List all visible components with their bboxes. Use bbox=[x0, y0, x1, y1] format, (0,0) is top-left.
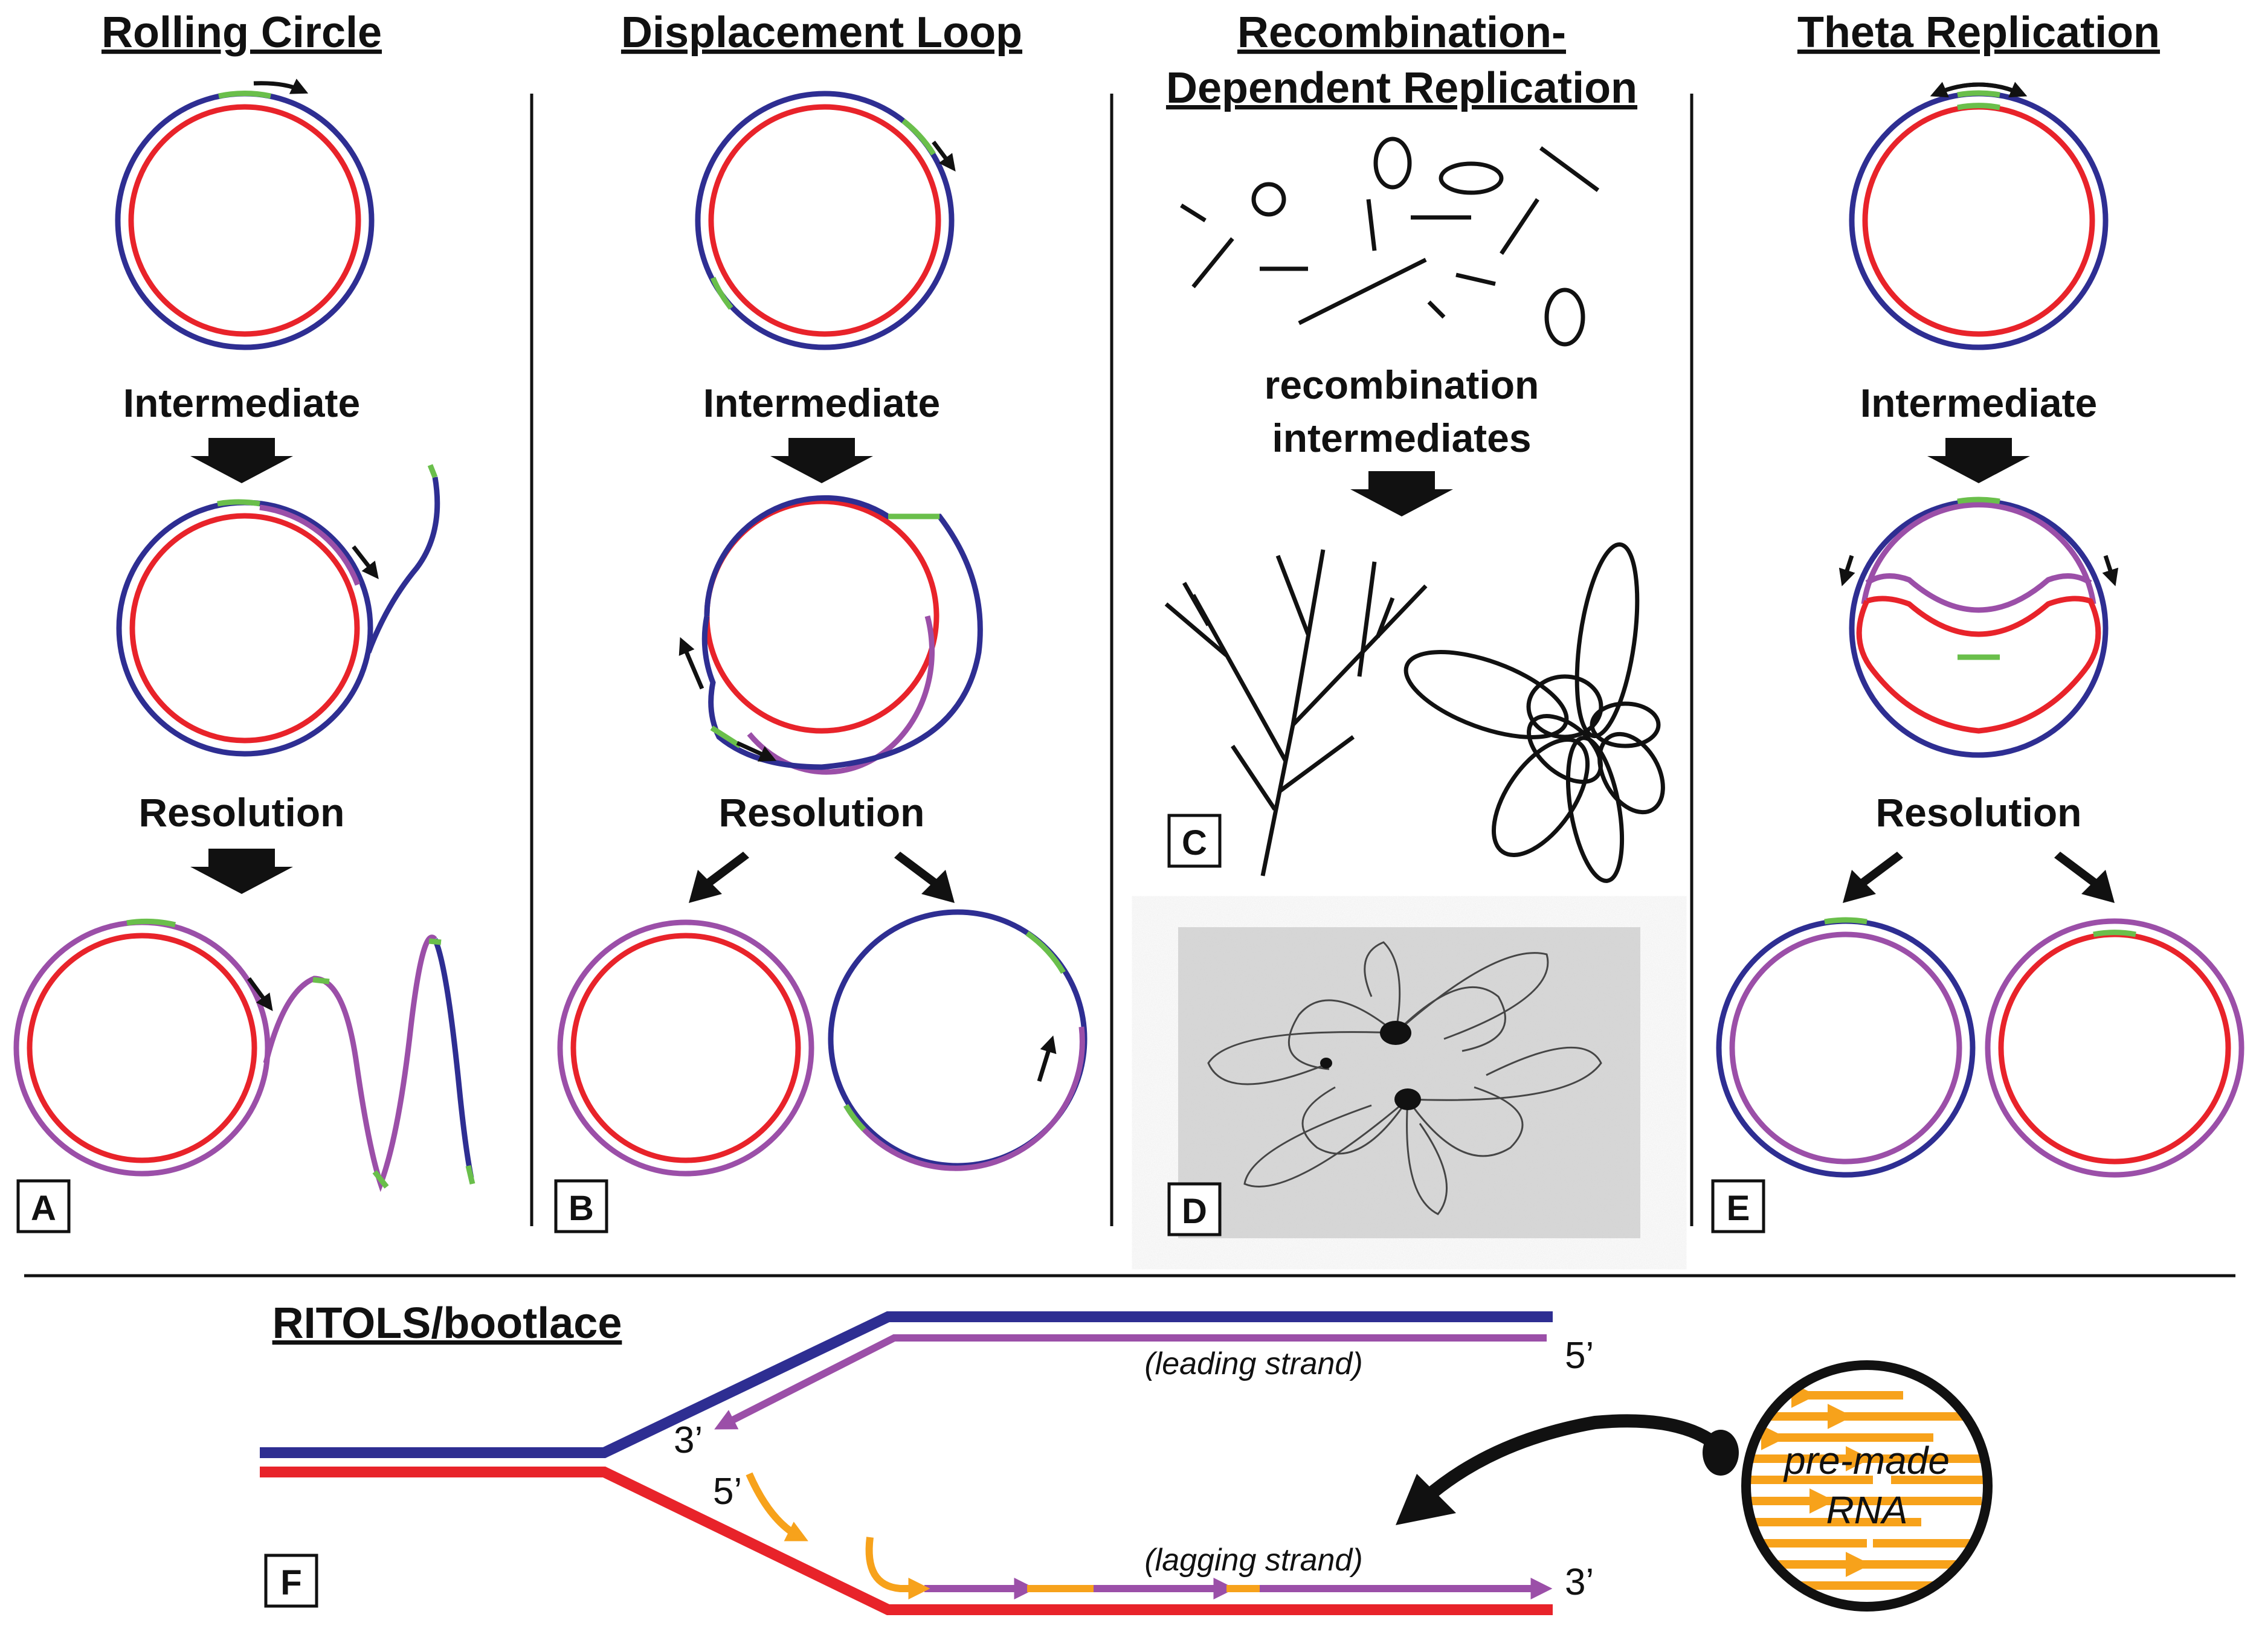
delivery-arrow bbox=[1421, 1414, 1733, 1503]
panel-e: Theta Replication Intermediate Resolutio… bbox=[1711, 8, 2244, 1233]
panel-c-step-line2: intermediates bbox=[1272, 416, 1531, 460]
panel-c: Recombination- Dependent Replication rec… bbox=[1164, 8, 1665, 883]
panel-e-resolution-label: Resolution bbox=[1876, 790, 2082, 835]
panel-a-down-arrow-1 bbox=[190, 438, 293, 483]
rna-pool-label-2: RNA bbox=[1826, 1488, 1907, 1532]
panel-a-letter: A bbox=[31, 1189, 56, 1228]
panel-c-rosette bbox=[1403, 542, 1665, 883]
end-3-top-left: 3’ bbox=[674, 1419, 703, 1461]
panel-c-fragments bbox=[1180, 137, 1600, 347]
delivery-arrow-tail bbox=[1703, 1430, 1739, 1476]
panel-b-down-arrow bbox=[770, 438, 873, 483]
panel-b-letter: B bbox=[569, 1189, 594, 1228]
panel-e-letter: E bbox=[1727, 1189, 1750, 1228]
panel-d-micrograph: D bbox=[1167, 927, 1640, 1238]
panel-a-resolution-label: Resolution bbox=[139, 790, 345, 835]
lagging-strand-label: (lagging strand) bbox=[1144, 1543, 1362, 1578]
delivery-arrowhead bbox=[1396, 1474, 1456, 1525]
panel-e-plasmid bbox=[1849, 82, 2109, 350]
panel-e-resolution bbox=[1716, 917, 2244, 1178]
panel-b-resolution-label: Resolution bbox=[719, 790, 925, 835]
panel-b-intermediate bbox=[678, 495, 983, 775]
panel-a-intermediate bbox=[116, 464, 440, 757]
panel-d-letter: D bbox=[1182, 1192, 1207, 1231]
panel-b-resolution bbox=[557, 909, 1088, 1177]
rolling-direction-arrow bbox=[253, 79, 309, 94]
panel-c-step-line1: recombination bbox=[1265, 362, 1539, 407]
panel-f: RITOLS/bootlace (leading strand) (laggin… bbox=[260, 1299, 1993, 1615]
panel-b-title: Displacement Loop bbox=[621, 8, 1022, 57]
panel-a-plasmid bbox=[115, 79, 375, 350]
end-5-top-right: 5’ bbox=[1565, 1335, 1594, 1377]
panel-e-intermediate-label: Intermediate bbox=[1860, 381, 2097, 425]
panel-a: Rolling Circle Intermediate Resolution bbox=[13, 8, 475, 1233]
panel-b-intermediate-label: Intermediate bbox=[703, 381, 940, 425]
panel-e-left-arrow bbox=[1843, 852, 1903, 903]
panel-e-down-arrow bbox=[1927, 438, 2030, 483]
panel-c-branched-tree bbox=[1164, 549, 1428, 876]
panel-e-intermediate bbox=[1838, 497, 2119, 758]
end-3-bottom-right: 3’ bbox=[1565, 1561, 1594, 1603]
panel-b-right-arrow bbox=[894, 852, 955, 903]
panel-c-letter: C bbox=[1182, 823, 1207, 863]
panel-c-title-1: Recombination- bbox=[1237, 8, 1566, 57]
panel-c-down-arrow bbox=[1350, 471, 1453, 516]
panel-dividers bbox=[24, 94, 2235, 1278]
panel-e-title: Theta Replication bbox=[1797, 8, 2160, 57]
panel-f-title: RITOLS/bootlace bbox=[272, 1299, 622, 1348]
panel-c-title-2: Dependent Replication bbox=[1166, 64, 1637, 112]
panel-f-letter: F bbox=[280, 1563, 301, 1602]
panel-a-title: Rolling Circle bbox=[102, 8, 382, 57]
leading-strand-label: (leading strand) bbox=[1144, 1346, 1362, 1381]
panel-b: Displacement Loop Intermediate Resolutio… bbox=[554, 8, 1088, 1233]
panel-b-plasmid bbox=[695, 91, 956, 350]
panel-a-down-arrow-2 bbox=[190, 849, 293, 894]
panel-f-replication-fork bbox=[260, 1311, 1553, 1615]
leading-strand bbox=[714, 1334, 1547, 1430]
panel-a-intermediate-label: Intermediate bbox=[123, 381, 360, 425]
panel-b-left-arrow bbox=[689, 852, 749, 903]
end-5-middle: 5’ bbox=[713, 1471, 742, 1512]
panel-e-right-arrow bbox=[2054, 852, 2115, 903]
panel-a-resolution bbox=[13, 918, 475, 1192]
pre-made-rna-pool: pre-made RNA bbox=[1741, 1360, 1993, 1612]
rna-pool-label-1: pre-made bbox=[1783, 1439, 1950, 1482]
